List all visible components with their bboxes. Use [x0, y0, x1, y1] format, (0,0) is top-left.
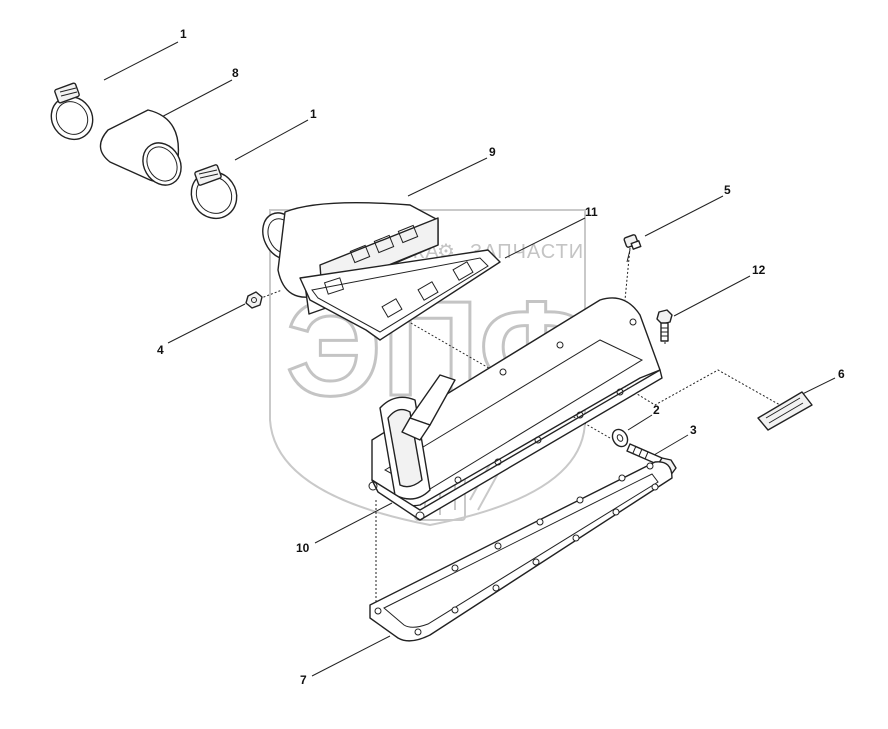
callout-12: 12	[752, 263, 766, 277]
callout-2: 2	[653, 403, 660, 417]
hose-sleeve	[99, 109, 182, 186]
watermark-right-word: ЗАПЧАСТИ	[470, 241, 584, 263]
callout-3: 3	[690, 423, 697, 437]
fitting-sensor	[623, 234, 642, 263]
callout-4: 4	[157, 343, 164, 357]
cover-gasket	[369, 461, 673, 642]
callout-5: 5	[724, 183, 731, 197]
intake-flange-gasket	[299, 249, 501, 341]
hose-clamp-top	[50, 82, 94, 141]
callout-1-mid: 1	[310, 107, 317, 121]
nut-small	[245, 291, 263, 309]
callout-1-top: 1	[180, 27, 187, 41]
callout-7: 7	[300, 673, 307, 687]
callout-10: 10	[296, 541, 310, 555]
callout-9: 9	[489, 145, 496, 159]
callout-11: 11	[585, 205, 598, 219]
label-plate	[757, 391, 813, 431]
hose-clamp-middle	[190, 164, 238, 220]
bolt-vertical	[656, 309, 673, 342]
callout-6: 6	[838, 367, 845, 381]
callout-8: 8	[232, 66, 239, 80]
leader-lines	[103, 41, 836, 677]
watermark-shield	[269, 209, 586, 527]
intake-manifold	[368, 297, 663, 521]
callout-labels: 1 8 1 9 11 5 12 4 6 2 3 10 7	[157, 27, 845, 687]
washer	[611, 428, 629, 448]
